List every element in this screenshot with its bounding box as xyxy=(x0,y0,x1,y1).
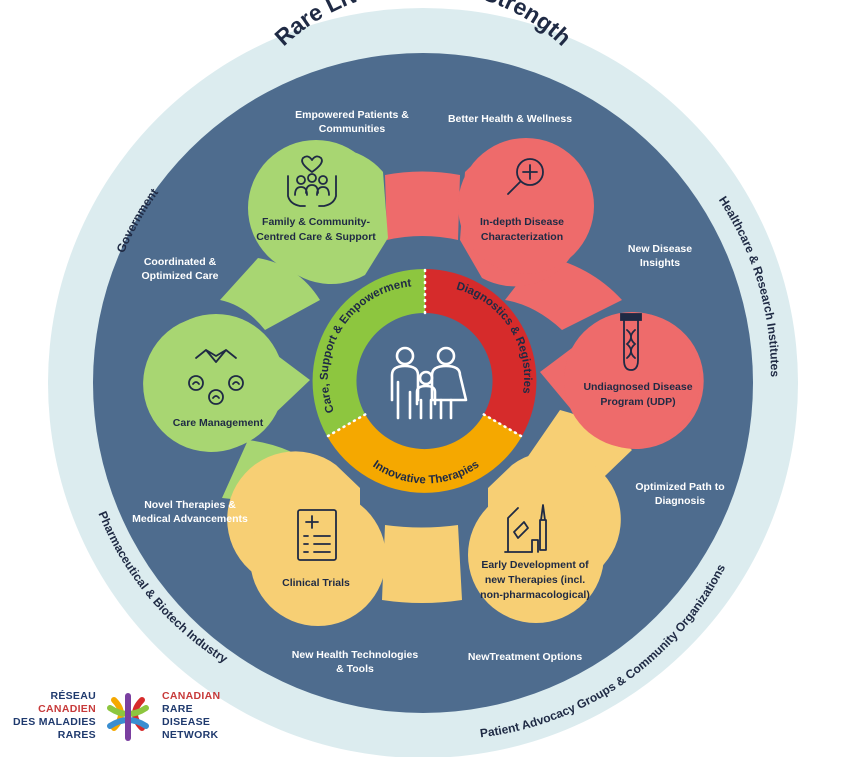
outcome-labels: Empowered Patients &Communities Better He… xyxy=(132,109,725,675)
petal-disease-characterization xyxy=(458,138,594,287)
logo-en-line: CANADIAN xyxy=(162,690,221,702)
logo-english-text: CANADIAN RARE DISEASE NETWORK xyxy=(162,690,242,742)
logo-mark-icon xyxy=(107,693,149,741)
outcome-label: New Health Technologies& Tools xyxy=(292,649,419,675)
petal-label: Clinical Trials xyxy=(282,577,350,589)
logo-fr-line: RARES xyxy=(57,729,96,741)
logo-en-line: RARE xyxy=(162,703,193,715)
petal-label: Care Management xyxy=(173,417,264,429)
logo-fr-line: RÉSEAU xyxy=(50,690,96,702)
petal-care-management xyxy=(143,314,310,452)
pillar-diagnostics-segment xyxy=(425,269,537,436)
petal-label: Family & Community-Centred Care & Suppor… xyxy=(256,216,376,243)
outcome-label: NewTreatment Options xyxy=(468,651,583,663)
pillar-ring xyxy=(312,268,537,493)
petal-labels: Family & Community-Centred Care & Suppor… xyxy=(173,216,693,601)
microscope-vials-icon xyxy=(504,504,547,553)
center-hub xyxy=(359,315,491,447)
petal-family-care xyxy=(248,140,388,285)
family-icon xyxy=(390,346,468,420)
outcome-label: Novel Therapies &Medical Advancements xyxy=(132,499,248,525)
network-logo: RÉSEAU CANADIEN DES MALADIES RARES CANAD… xyxy=(0,688,240,748)
pillar-therapies-segment xyxy=(327,414,522,493)
petal-clinical-trials xyxy=(227,451,386,626)
pillar-care-segment xyxy=(312,268,425,436)
logo-fr-line: CANADIEN xyxy=(38,703,96,715)
test-tube-dna-icon xyxy=(620,313,642,371)
outcome-label: Coordinated &Optimized Care xyxy=(141,256,218,282)
petal-udp xyxy=(540,312,704,449)
logo-fr-line: DES MALADIES xyxy=(13,716,96,728)
petal-early-development xyxy=(468,451,621,623)
clipboard-medical-icon xyxy=(297,509,337,561)
outcome-label: Empowered Patients &Communities xyxy=(295,109,409,135)
logo-french-text: RÉSEAU CANADIEN DES MALADIES RARES xyxy=(4,690,96,742)
handshake-people-icon xyxy=(188,349,244,405)
logo-en-line: NETWORK xyxy=(162,729,219,741)
magnifier-cross-icon xyxy=(507,158,544,195)
family-care-icon xyxy=(287,155,337,207)
logo-en-line: DISEASE xyxy=(162,716,211,728)
outcome-label: Better Health & Wellness xyxy=(448,113,572,125)
